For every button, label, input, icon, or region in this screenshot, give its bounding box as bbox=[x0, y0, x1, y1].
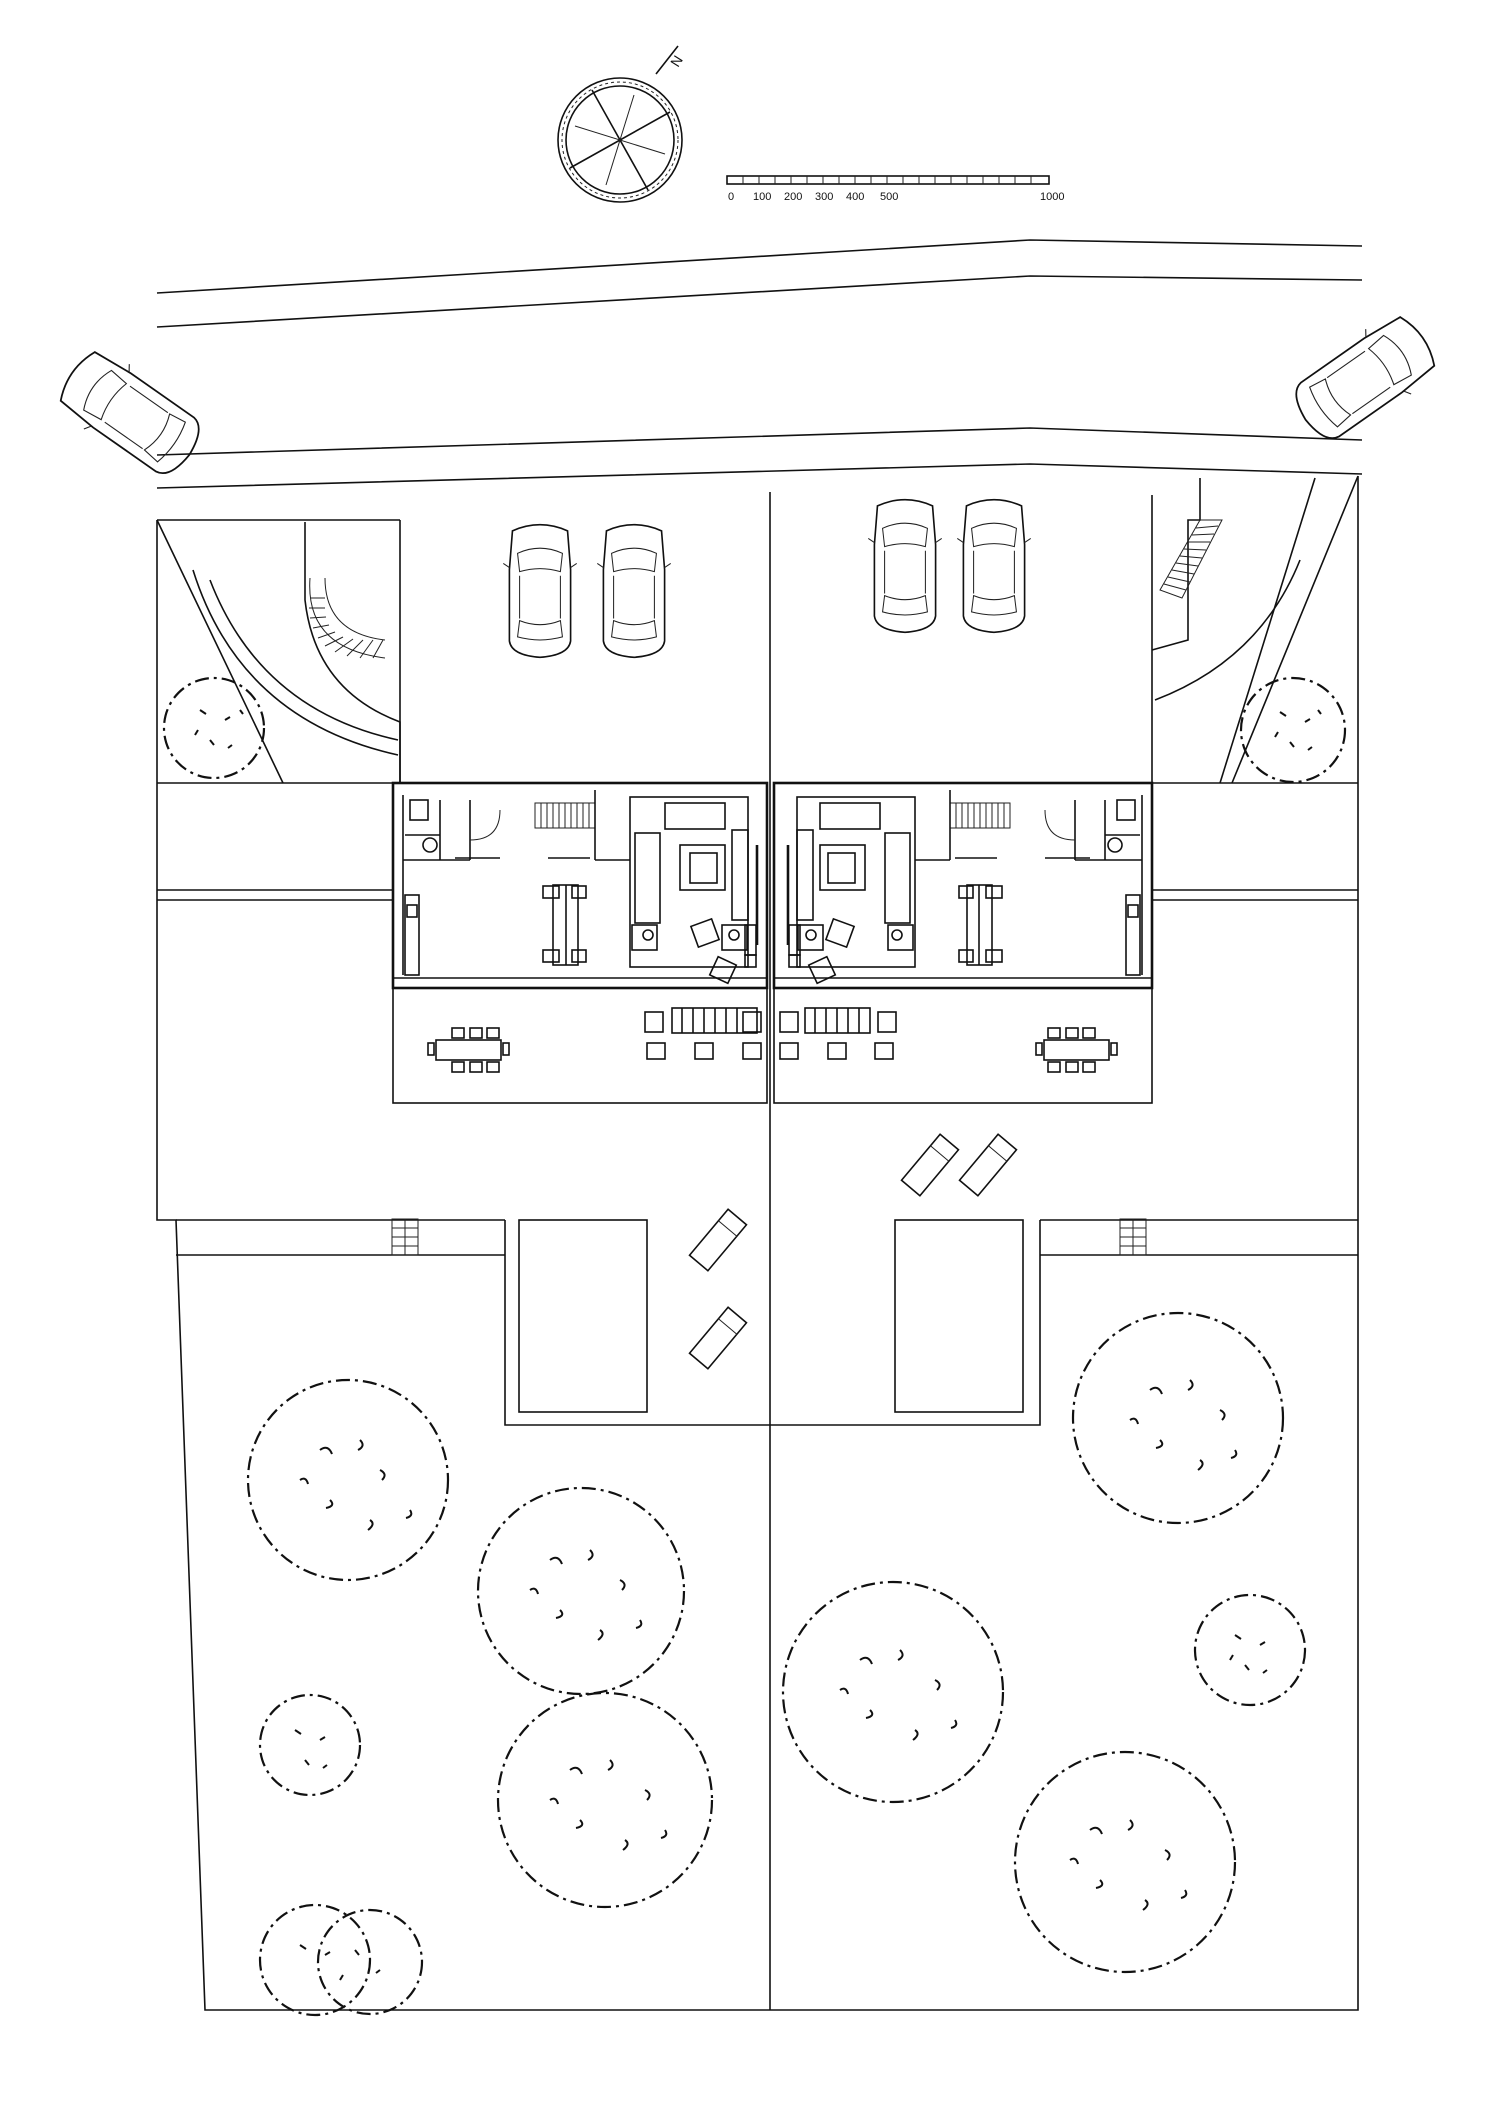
scale-tick-label: 0 bbox=[728, 191, 734, 203]
sun-lounger-icon bbox=[688, 1306, 748, 1370]
sun-lounger-icon bbox=[688, 1208, 748, 1272]
tree-icon bbox=[496, 1691, 714, 1909]
scale-tick-label: 400 bbox=[846, 191, 864, 203]
tree-icon bbox=[781, 1580, 1005, 1804]
tree-icon bbox=[246, 1378, 450, 1582]
driveway-left bbox=[192, 520, 401, 783]
car-icon bbox=[956, 498, 1032, 634]
plot-boundaries bbox=[156, 475, 1359, 2011]
sun-lounger-icon bbox=[958, 1133, 1018, 1197]
scale-bar: 0 100 200 300 400 500 1000 bbox=[726, 175, 1064, 203]
scale-tick-label: 1000 bbox=[1040, 191, 1064, 203]
tree-icon bbox=[1013, 1750, 1237, 1974]
car-icon bbox=[48, 339, 214, 488]
tree-icon bbox=[1193, 1593, 1307, 1707]
scale-tick-label: 100 bbox=[753, 191, 771, 203]
road bbox=[156, 239, 1363, 489]
scale-tick-label: 500 bbox=[880, 191, 898, 203]
house-floor-plan-right bbox=[772, 781, 1154, 1104]
pool-area bbox=[391, 1218, 1147, 1426]
car-icon bbox=[596, 523, 672, 659]
scale-tick-label: 200 bbox=[784, 191, 802, 203]
tree-icon bbox=[1071, 1311, 1285, 1525]
tree-icon bbox=[258, 1693, 362, 1797]
scale-tick-label: 300 bbox=[815, 191, 833, 203]
driveway-right bbox=[1151, 477, 1316, 784]
north-arrow-icon: N bbox=[557, 45, 686, 203]
car-icon bbox=[867, 498, 943, 634]
north-label: N bbox=[667, 53, 686, 70]
tree-icon bbox=[1239, 676, 1347, 784]
car-icon bbox=[502, 523, 578, 659]
car-icon bbox=[1281, 304, 1447, 453]
tree-icon bbox=[162, 676, 266, 780]
house-floor-plan-left bbox=[391, 781, 769, 1104]
tree-icon bbox=[258, 1903, 424, 2017]
tree-icon bbox=[476, 1486, 686, 1696]
sun-lounger-icon bbox=[900, 1133, 960, 1197]
